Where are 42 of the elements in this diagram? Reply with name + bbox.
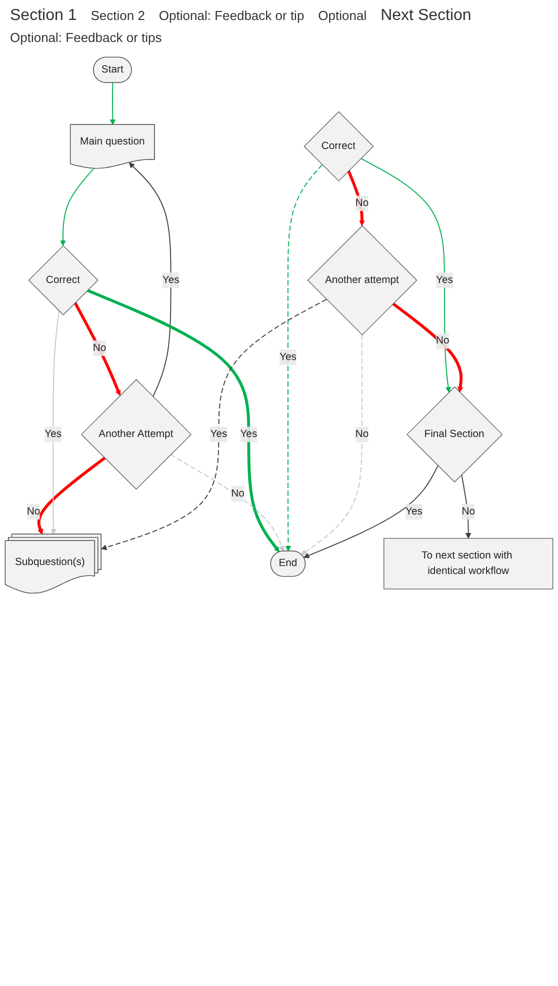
node-diamond: Another attempt: [307, 225, 418, 336]
edge-label: Yes: [162, 274, 180, 286]
edge-label: No: [26, 506, 40, 517]
node-diamond: Correct: [28, 245, 98, 316]
edge-label: Yes: [44, 428, 62, 440]
arrow: [392, 302, 464, 392]
arrow: [60, 168, 94, 246]
arrow: [86, 289, 280, 552]
node-diamond: Final Section: [406, 386, 503, 482]
arrow: [101, 298, 327, 550]
edge-label: No: [355, 198, 369, 209]
node-diamond: Another Attempt: [81, 379, 192, 490]
arrow: [37, 456, 106, 535]
arrow: [304, 465, 438, 558]
edge-label: Yes: [240, 428, 258, 440]
edge-label: Yes: [405, 506, 422, 517]
arrow: [110, 82, 116, 125]
edge-label: Yes: [210, 428, 228, 440]
arrow: [301, 334, 362, 555]
arrow: [347, 170, 365, 226]
arrow: [170, 454, 284, 552]
arrow: [74, 302, 121, 396]
arrow: [50, 310, 60, 535]
node-box: To next section with identical workflow: [384, 538, 554, 590]
edge-label: No: [462, 506, 475, 517]
arrow: [360, 158, 452, 392]
note-text: Optional: Feedback or tip: [158, 8, 304, 24]
note-text: Optional: Feedback or tips: [10, 30, 162, 46]
note-text: Section 2: [90, 8, 145, 24]
edge-label: No: [436, 335, 450, 346]
arrow: [461, 474, 472, 539]
edge-label: No: [92, 342, 106, 354]
node-diamond: Correct: [304, 111, 374, 182]
edge-label: Yes: [436, 274, 453, 286]
section-heading: Next Section: [380, 6, 472, 25]
arrow: [285, 164, 323, 552]
edge-label: No: [231, 488, 244, 500]
edge-label: Yes: [279, 351, 296, 362]
section-heading: Section 1: [10, 6, 77, 25]
note-text: Optional: [318, 8, 367, 24]
edge-label: No: [355, 428, 369, 440]
arrow: [128, 162, 172, 398]
